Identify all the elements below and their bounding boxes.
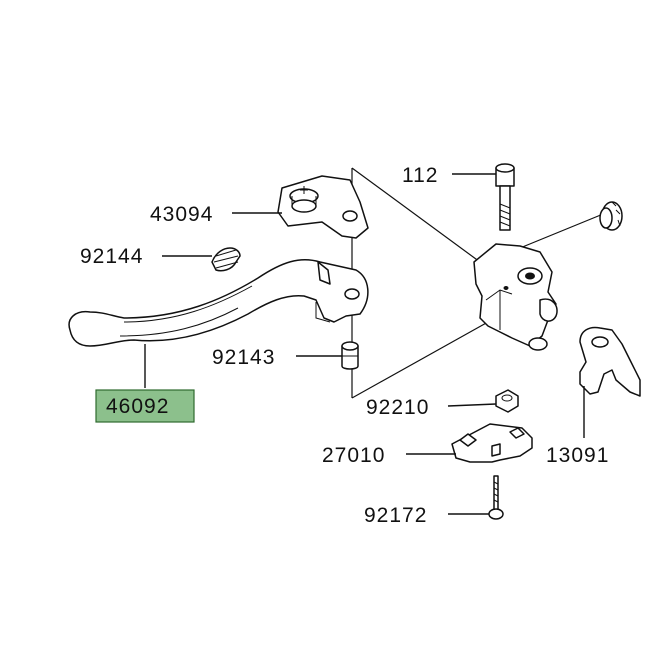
part-label-92144[interactable]: 92144	[80, 245, 143, 268]
part-label-27010[interactable]: 27010	[322, 444, 385, 467]
part-labels: 112 43094 92144 92143 46092 92210 27010 …	[80, 164, 609, 527]
adjuster-knob-part[interactable]	[599, 201, 623, 231]
highlight-box	[95, 389, 195, 423]
clutch-lever-part[interactable]	[68, 259, 369, 347]
bushing-part[interactable]	[341, 341, 359, 370]
clamp-part[interactable]	[579, 326, 641, 397]
nut-part[interactable]	[495, 389, 519, 413]
spring-part[interactable]	[211, 247, 241, 272]
lever-holder-part[interactable]	[473, 243, 558, 351]
part-label-43094[interactable]: 43094	[150, 203, 213, 226]
part-label-112[interactable]: 112	[402, 164, 438, 187]
screw-part[interactable]	[488, 475, 504, 520]
part-label-92172[interactable]: 92172	[364, 504, 427, 527]
part-label-92210[interactable]: 92210	[366, 396, 429, 419]
part-label-13091[interactable]: 13091	[546, 444, 609, 467]
bolt-part[interactable]	[495, 163, 515, 231]
adjuster-bracket-part[interactable]	[277, 175, 369, 239]
part-label-92143[interactable]: 92143	[212, 346, 275, 369]
part-label-46092[interactable]: 46092	[106, 395, 169, 418]
switch-part[interactable]	[451, 423, 533, 463]
leader-lines	[144, 173, 585, 515]
